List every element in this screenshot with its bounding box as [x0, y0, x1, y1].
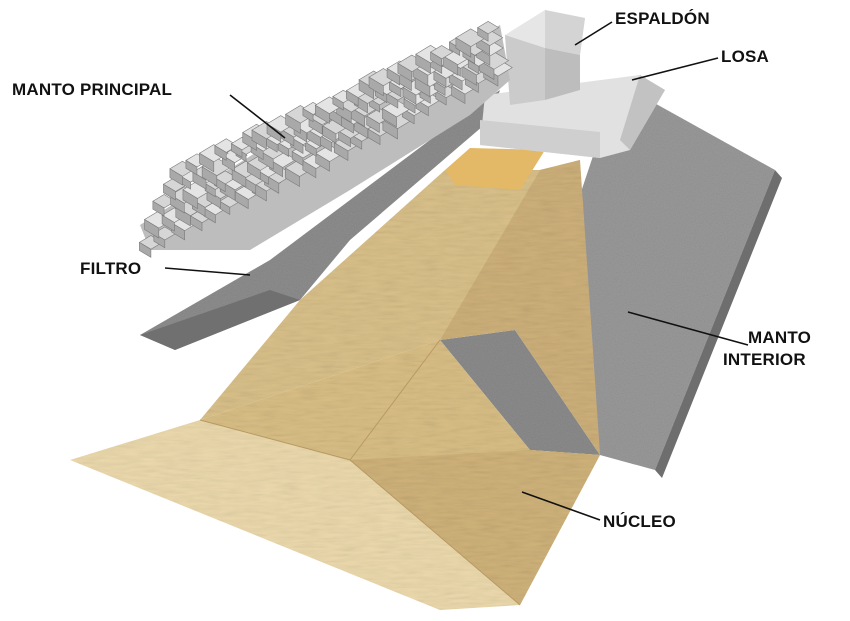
armour-block-side — [415, 99, 429, 117]
svg-text:MANTO PRINCIPAL: MANTO PRINCIPAL — [12, 80, 172, 99]
armour-block-side — [477, 27, 489, 42]
armour-block-side — [386, 67, 401, 86]
armour-block-side — [251, 129, 267, 150]
armour-block-side — [415, 53, 431, 74]
armour-block-side — [182, 189, 198, 210]
label-losa: LOSA — [631, 47, 769, 81]
armour-block-side — [199, 152, 215, 173]
manto-interior-layer — [440, 95, 782, 478]
svg-text:FILTRO: FILTRO — [80, 259, 141, 278]
armour-block-side — [277, 142, 289, 157]
armour-block-side — [231, 168, 247, 188]
svg-text:ESPALDÓN: ESPALDÓN — [615, 9, 710, 28]
label-manto-interior: MANTO INTERIOR — [627, 311, 811, 369]
armour-block-side — [455, 37, 472, 58]
svg-text:LOSA: LOSA — [721, 47, 769, 66]
armour-block-side — [192, 171, 207, 190]
armour-block-side — [169, 168, 183, 186]
armour-block-side — [302, 107, 314, 123]
armour-block-side — [247, 162, 261, 180]
armour-block-side — [368, 76, 384, 97]
armour-block-side — [467, 59, 479, 74]
nucleo-front — [70, 339, 600, 610]
armour-block-side — [163, 183, 176, 201]
armour-block-side — [201, 166, 218, 187]
armour-block-side — [305, 141, 317, 157]
armour-block-side — [476, 37, 491, 56]
label-espaldon: ESPALDÓN — [574, 9, 710, 46]
armour-block-side — [389, 81, 402, 98]
armour-block-side — [170, 194, 185, 214]
armour-block-side — [175, 206, 191, 227]
armour-block-side — [152, 200, 165, 217]
armour-block-side — [403, 98, 416, 114]
armour-block-side — [302, 160, 317, 179]
armour-block-side — [291, 151, 304, 167]
armour-block-side — [206, 189, 221, 209]
armour-block-side — [479, 60, 495, 81]
armour-block-side — [231, 143, 243, 158]
armour-block-side — [366, 115, 380, 133]
nucleo-crest — [200, 160, 600, 455]
armour-block-side — [333, 142, 349, 162]
armour-block-side — [354, 120, 369, 139]
armour-block-side — [338, 130, 351, 148]
svg-text:MANTO: MANTO — [748, 328, 811, 347]
armour-block-side — [433, 70, 447, 88]
armour-block-side — [332, 95, 344, 111]
armour-block-side — [461, 65, 477, 86]
svg-text:INTERIOR: INTERIOR — [723, 350, 806, 369]
armour-block-side — [315, 152, 330, 172]
armour-block-side — [382, 119, 398, 140]
armour-block-side — [397, 62, 413, 83]
label-nucleo: NÚCLEO — [521, 491, 676, 531]
armour-block-side — [449, 73, 463, 91]
armour-block-side — [161, 214, 175, 232]
armour-block-side — [434, 81, 446, 96]
armour-block-side — [214, 145, 227, 161]
armour-block-side — [412, 65, 429, 87]
armour-block-side — [382, 108, 397, 128]
armour-block-side — [451, 85, 466, 105]
armour-block-side — [185, 159, 198, 176]
armour-block-side — [266, 123, 282, 143]
armour-block-side — [139, 241, 152, 258]
armour-block-side — [306, 128, 321, 148]
espaldon-wall — [505, 10, 585, 105]
armour-block-side — [430, 51, 442, 68]
armour-block-side — [284, 167, 300, 188]
armour-block-side — [402, 108, 415, 125]
armour-block-side — [144, 218, 160, 239]
filtro-layer — [140, 90, 500, 350]
armour-block-side — [315, 104, 330, 124]
label-manto-principal: MANTO PRINCIPAL — [12, 80, 286, 139]
armour-block-side — [435, 90, 447, 106]
armour-block-side — [402, 86, 417, 105]
armour-block-side — [322, 125, 337, 144]
armour-block-side — [369, 98, 381, 113]
armour-block-side — [346, 90, 359, 107]
armour-block-side — [442, 55, 459, 76]
armour-block-side — [285, 113, 301, 134]
svg-text:NÚCLEO: NÚCLEO — [603, 512, 676, 531]
manto-principal-blocks — [138, 20, 513, 258]
label-filtro: FILTRO — [80, 259, 251, 278]
